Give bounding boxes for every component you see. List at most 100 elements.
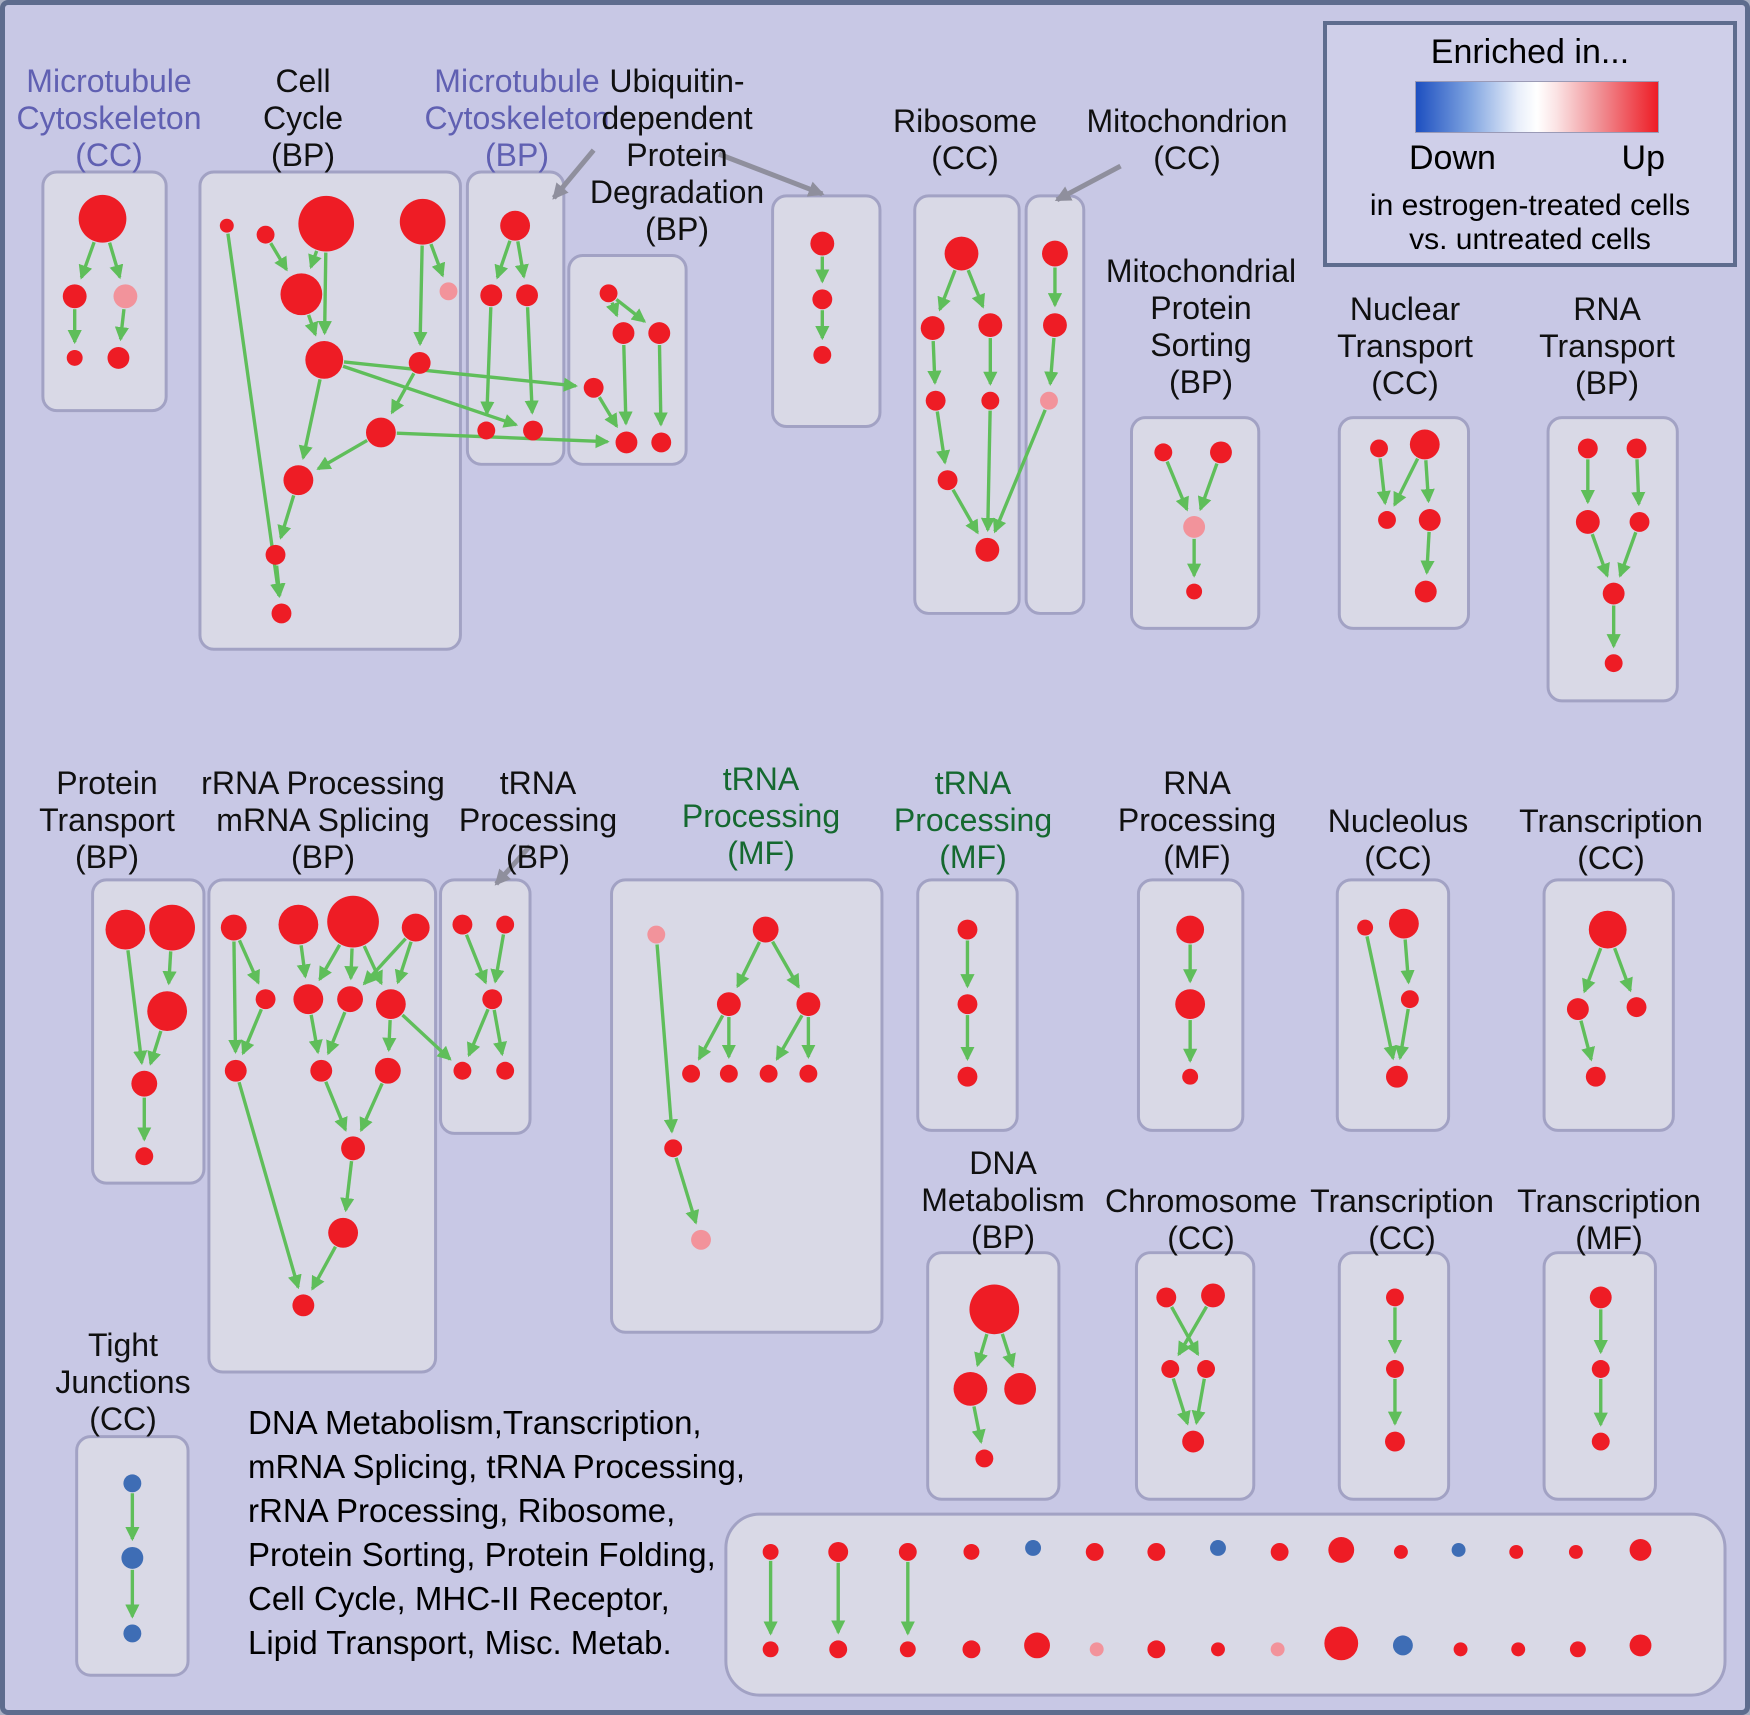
go-term-node	[516, 284, 538, 307]
go-term-node	[1386, 1360, 1404, 1378]
edge-arrow	[277, 494, 296, 540]
go-term-node	[453, 1061, 472, 1080]
go-term-node	[220, 914, 247, 941]
go-term-node	[810, 231, 835, 256]
go-term-node	[1604, 654, 1623, 673]
edge-arrow	[396, 431, 610, 449]
legend-gradient-bar	[1415, 81, 1659, 133]
go-term-node	[305, 341, 344, 379]
go-term-node	[752, 916, 779, 943]
go-term-node	[1085, 1542, 1104, 1561]
edge-arrow	[296, 945, 311, 979]
go-term-node	[219, 218, 234, 233]
go-term-node	[1393, 1544, 1408, 1559]
edge-arrow	[237, 1081, 302, 1290]
go-term-node	[1602, 582, 1625, 605]
edge-arrow	[514, 241, 529, 279]
nodes	[62, 194, 1652, 1661]
go-term-node	[496, 1061, 515, 1080]
edge-arrow	[1631, 459, 1646, 507]
go-term-node	[1400, 990, 1419, 1009]
go-term-node	[1418, 509, 1441, 531]
go-term-node	[828, 1541, 849, 1562]
go-term-node	[452, 914, 473, 935]
go-term-node	[1328, 1537, 1355, 1563]
misc-note-line: rRNA Processing, Ribosome,	[248, 1492, 676, 1529]
go-term-node	[1211, 1642, 1225, 1657]
cluster-box-protein-transport	[91, 878, 206, 1185]
go-term-node	[399, 198, 446, 245]
go-term-node	[135, 1147, 154, 1166]
go-term-node	[716, 992, 741, 1017]
go-term-node	[1176, 915, 1205, 944]
edge-arrow	[966, 269, 985, 309]
edge-arrow	[494, 240, 512, 280]
go-term-node	[664, 1139, 683, 1158]
go-term-node	[829, 1640, 848, 1659]
go-term-node	[365, 417, 396, 448]
go-term-node	[500, 210, 531, 241]
go-term-node	[1324, 1626, 1359, 1661]
go-term-node	[1147, 1640, 1166, 1659]
edge-arrow	[147, 1030, 163, 1066]
go-term-node	[1585, 1066, 1606, 1087]
legend-title: Enriched in...	[1430, 33, 1630, 71]
go-term-node	[651, 432, 672, 453]
edge-arrow	[1590, 533, 1610, 578]
go-term-node	[78, 194, 127, 243]
cluster-box-misc	[724, 1512, 1727, 1697]
edge-arrow	[107, 242, 124, 280]
edge-arrow	[1165, 460, 1189, 512]
go-term-node	[1182, 1430, 1205, 1453]
edge-arrow	[674, 1157, 700, 1225]
go-term-node	[1588, 910, 1627, 949]
legend: Enriched in... Down Up in estrogen-treat…	[1323, 21, 1737, 267]
edge-arrow	[78, 241, 96, 280]
edge-arrow	[597, 396, 619, 429]
go-term-node	[1575, 510, 1600, 534]
edge-arrow	[342, 364, 519, 428]
go-term-node	[121, 1546, 144, 1569]
edge-arrow	[326, 1011, 347, 1056]
annotation-arrow	[494, 844, 532, 886]
go-term-node	[1414, 580, 1437, 603]
go-term-node	[583, 377, 604, 398]
go-term-node	[1626, 997, 1647, 1018]
edge-arrow	[937, 269, 957, 312]
edge-arrow	[343, 360, 578, 392]
edge-arrow	[1171, 1377, 1191, 1426]
edge-arrow	[401, 1013, 452, 1061]
cluster-box-cell-cycle	[198, 170, 462, 651]
go-term-node	[969, 1284, 1020, 1335]
go-term-node	[1629, 512, 1650, 532]
go-term-node	[271, 603, 292, 624]
go-term-node	[1270, 1642, 1285, 1657]
go-term-node	[963, 1543, 980, 1560]
go-term-node	[401, 913, 430, 942]
misc-note-line: Protein Sorting, Protein Folding,	[248, 1536, 716, 1573]
misc-clusters-note: DNA Metabolism,Transcription, mRNA Splic…	[248, 1401, 745, 1665]
go-term-node	[375, 989, 406, 1020]
go-term-node	[1357, 919, 1374, 936]
go-term-node	[937, 470, 958, 491]
go-term-node	[925, 390, 946, 411]
go-term-node	[615, 431, 638, 454]
go-term-node	[1156, 1287, 1177, 1308]
go-term-node	[408, 351, 431, 374]
go-term-node	[298, 195, 355, 252]
go-term-node	[957, 919, 978, 940]
edge-arrow	[237, 939, 260, 985]
go-term-node	[66, 349, 83, 366]
edge-arrow	[271, 565, 286, 598]
edge-arrow	[269, 242, 288, 272]
go-term-node	[796, 992, 821, 1017]
go-term-node	[1089, 1642, 1104, 1657]
go-term-node	[1388, 908, 1419, 939]
edge-arrow	[316, 438, 368, 471]
edge-arrow	[362, 945, 383, 986]
go-term-node	[480, 284, 503, 307]
go-term-node	[1183, 516, 1206, 538]
go-term-node	[1186, 583, 1203, 600]
go-term-node	[1040, 391, 1058, 410]
misc-note-line: Lipid Transport, Misc. Metab.	[248, 1624, 672, 1661]
